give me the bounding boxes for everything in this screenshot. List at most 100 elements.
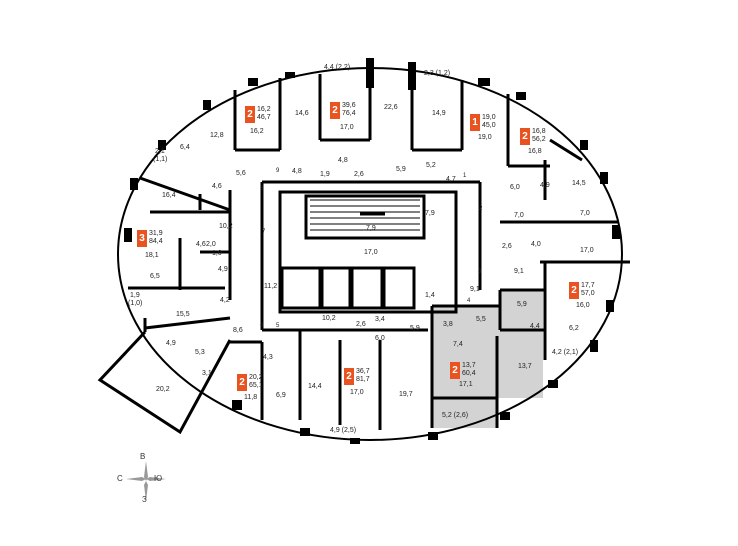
entrance-number: 5	[276, 323, 280, 329]
room-area-label: 19,7	[399, 391, 413, 398]
room-area-label: 5,6	[236, 170, 246, 177]
room-area-label: 5,9	[396, 166, 406, 173]
living-area: 16,2	[257, 106, 271, 113]
living-area: 17,7	[581, 282, 595, 289]
room-area-label: 1,9	[130, 292, 140, 299]
room-area-label: 11,8	[244, 394, 258, 401]
room-area-label: 2,6	[502, 243, 512, 250]
room-area-label: 7,9	[366, 225, 376, 232]
living-area: 20,2	[249, 374, 263, 381]
room-area-label: 6,5	[150, 273, 160, 280]
room-area-label: 17,0	[350, 389, 364, 396]
room-area-label: 4,6	[212, 183, 222, 190]
room-area-label: 10,2	[322, 315, 336, 322]
room-area-label: 9,1	[514, 268, 524, 275]
room-area-label: 16,0	[576, 302, 590, 309]
room-area-label: 17,0	[340, 124, 354, 131]
room-area-label: 1,9	[320, 171, 330, 178]
room-count: 2	[330, 102, 340, 119]
room-area-label: 4,3	[263, 354, 273, 361]
total-area: 65,1	[249, 382, 263, 389]
interior-walls	[97, 72, 630, 435]
room-area-label: 3,4	[375, 316, 385, 323]
room-area-label: 22,6	[384, 104, 398, 111]
room-area-label: 4,9	[540, 182, 550, 189]
entrance-number: 8	[260, 186, 264, 192]
room-area-label: 2,6	[354, 171, 364, 178]
room-area-label: 3,1	[202, 370, 212, 377]
total-area: 76,4	[342, 110, 356, 117]
entrance-number: 7	[262, 229, 266, 235]
room-count: 1	[470, 114, 480, 131]
room-count: 2	[450, 362, 460, 379]
total-area: 46,7	[257, 114, 271, 121]
room-area-label: 6,2	[569, 325, 579, 332]
room-area-label: 7,9	[425, 210, 435, 217]
living-area: 19,0	[482, 114, 496, 121]
room-area-label: 12,8	[210, 132, 224, 139]
room-area-label: 11,2	[264, 283, 278, 290]
compass-south: З	[142, 495, 147, 504]
room-area-label: 7,4	[453, 341, 463, 348]
room-area-label: 15,5	[176, 311, 190, 318]
room-area-label: 4,7	[446, 176, 456, 183]
compass-east: Ю	[154, 474, 163, 483]
living-area: 31,9	[149, 230, 163, 237]
room-count: 2	[237, 374, 247, 391]
entrance-number: 1	[463, 173, 467, 179]
total-area: 60,4	[462, 370, 476, 377]
total-area: 56,2	[532, 136, 546, 143]
room-area-label: 5,3	[195, 349, 205, 356]
room-area-label: 14,5	[572, 180, 586, 187]
room-area-label: 4,8	[338, 157, 348, 164]
room-area-label: 6,9	[276, 392, 286, 399]
entrance-number: 4	[467, 298, 471, 304]
room-area-label: 9,1	[470, 286, 480, 293]
room-area-label: 17,1	[459, 381, 473, 388]
entrance-number: 9	[276, 168, 280, 174]
room-area-label: 20,2	[156, 386, 170, 393]
room-count: 2	[344, 368, 354, 385]
room-count: 3	[137, 230, 147, 247]
compass-north: В	[140, 452, 146, 461]
room-area-label: 4,9	[166, 340, 176, 347]
room-area-label: 16,4	[162, 192, 176, 199]
total-area: 45,0	[482, 122, 496, 129]
room-area-label: 4,8	[292, 168, 302, 175]
total-area: 84,4	[149, 238, 163, 245]
room-area-label: 4,9 (2,5)	[330, 427, 357, 434]
room-area-label: 1,4	[425, 292, 435, 299]
room-area-label: 3,8	[443, 321, 453, 328]
highlighted-apartment[interactable]	[432, 290, 543, 428]
stair	[310, 199, 420, 231]
room-area-label: 17,0	[580, 247, 594, 254]
room-area-label: 2,6	[356, 321, 366, 328]
room-area-label: 4,4	[530, 323, 540, 330]
room-area-label: 2,1	[155, 148, 165, 155]
room-area-label: 6,4	[180, 144, 190, 151]
central-core	[278, 190, 458, 314]
room-area-label: 16,2	[250, 128, 264, 135]
room-area-label: 4,0	[531, 241, 541, 248]
room-area-label: 18,1	[145, 252, 159, 259]
room-count: 2	[245, 106, 255, 123]
compass-star-icon	[126, 461, 166, 501]
total-area: 57,0	[581, 290, 595, 297]
room-area-label: 6,0	[510, 184, 520, 191]
room-area-label: (1,1)	[153, 156, 168, 163]
room-area-label: 2,0	[206, 241, 216, 248]
room-area-label: 5,2	[426, 162, 436, 169]
compass-rose: В С Ю З	[117, 452, 178, 515]
room-area-label: 14,6	[295, 110, 309, 117]
room-area-label: 16,8	[528, 148, 542, 155]
room-area-label: 7,0	[514, 212, 524, 219]
